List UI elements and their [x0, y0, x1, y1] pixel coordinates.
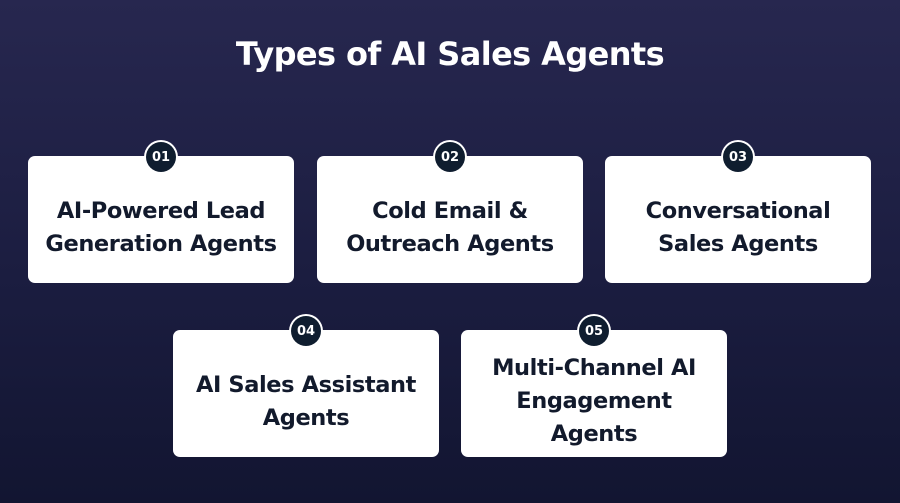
- page-title: Types of AI Sales Agents: [235, 35, 665, 73]
- card-label-line: Sales Agents: [658, 230, 818, 257]
- card-label-line: Cold Email &: [372, 197, 528, 224]
- card-label: Multi-Channel AI Engagement Agents: [471, 352, 717, 451]
- agent-card-multi-channel: 05 Multi-Channel AI Engagement Agents: [461, 316, 727, 457]
- card-label: Cold Email & Outreach Agents: [346, 195, 554, 261]
- card-label-line: Engagement Agents: [516, 388, 672, 447]
- agent-card-lead-generation: 01 AI-Powered Lead Generation Agents: [28, 142, 294, 283]
- card-label: AI-Powered Lead Generation Agents: [45, 195, 277, 261]
- card-label-line: Agents: [262, 404, 350, 431]
- agent-card-cold-email: 02 Cold Email & Outreach Agents: [317, 142, 583, 283]
- card-label: AI Sales Assistant Agents: [196, 369, 416, 435]
- card-label-line: Generation Agents: [45, 230, 277, 257]
- card-number-badge: 05: [579, 316, 609, 346]
- card-number-badge: 03: [723, 142, 753, 172]
- card-number-badge: 04: [291, 316, 321, 346]
- card-label: Conversational Sales Agents: [646, 195, 831, 261]
- card-label-line: Conversational: [645, 197, 831, 224]
- agent-card-conversational: 03 Conversational Sales Agents: [605, 142, 871, 283]
- agent-card-sales-assistant: 04 AI Sales Assistant Agents: [173, 316, 439, 457]
- card-label-line: AI Sales Assistant: [195, 371, 417, 398]
- card-label-line: AI-Powered Lead: [56, 197, 266, 224]
- card-number-badge: 02: [435, 142, 465, 172]
- card-label-line: Outreach Agents: [346, 230, 554, 257]
- card-number-badge: 01: [146, 142, 176, 172]
- card-label-line: Multi-Channel AI: [492, 355, 696, 381]
